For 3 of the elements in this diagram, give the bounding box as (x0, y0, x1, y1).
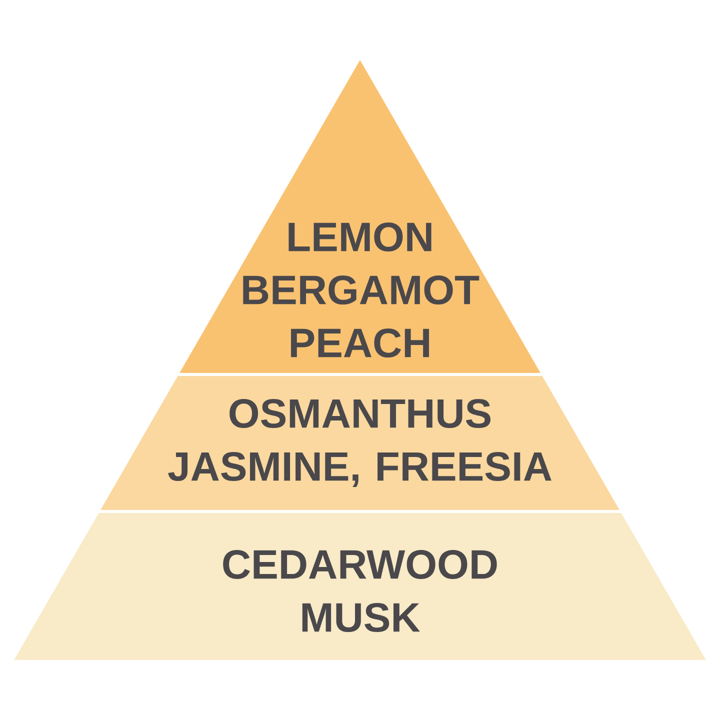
pyramid-tier: LEMON BERGAMOT PEACH (180, 60, 540, 373)
pyramid-tier: OSMANTHUS JASMINE, FREESIA (100, 376, 620, 510)
pyramid-tier: CEDARWOOD MUSK (14, 513, 706, 660)
